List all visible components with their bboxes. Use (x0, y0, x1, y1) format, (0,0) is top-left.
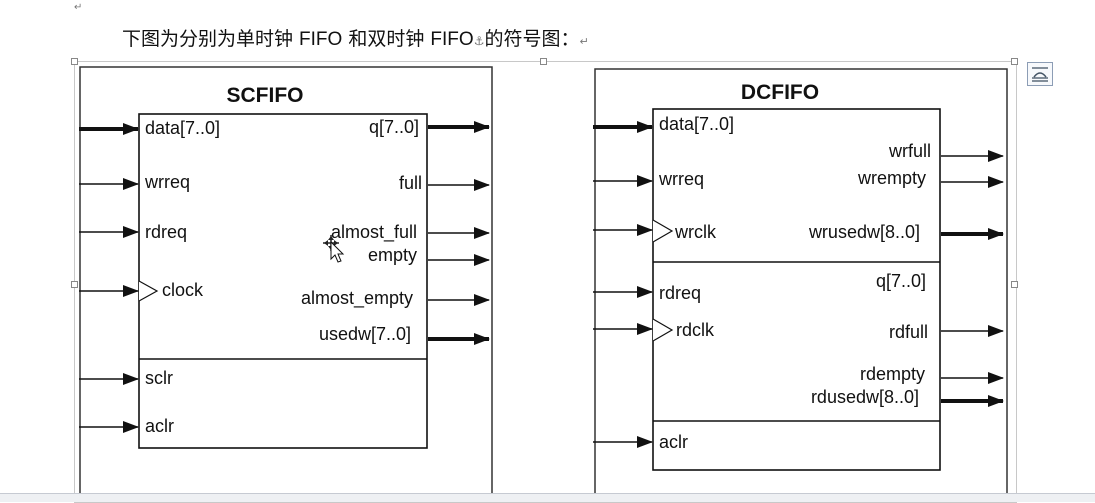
paragraph-mark-end: ↵ (579, 35, 589, 48)
resize-handle-middle-left[interactable] (71, 281, 78, 288)
caption-paragraph[interactable]: 下图为分别为单时钟 FIFO 和双时钟 FIFO⚓的符号图：↵ (122, 24, 589, 51)
resize-handle-middle-right[interactable] (1011, 281, 1018, 288)
image-selection-frame[interactable] (74, 61, 1017, 503)
paragraph-mark: ↵ (74, 2, 83, 13)
caption-text-3: 的符号图： (484, 28, 580, 50)
resize-handle-top-center[interactable] (540, 58, 547, 65)
resize-handle-top-right[interactable] (1011, 58, 1018, 65)
caption-term-2: FIFO (430, 29, 474, 50)
caption-text-1: 下图为分别为单时钟 (122, 28, 300, 50)
layout-options-button[interactable] (1027, 62, 1053, 86)
resize-handle-top-left[interactable] (71, 58, 78, 65)
anchor-icon[interactable]: ⚓ (473, 34, 485, 48)
caption-term-1: FIFO (299, 29, 343, 50)
bottom-edge-bar (0, 493, 1095, 502)
layout-options-icon (1027, 62, 1053, 86)
caption-text-2: 和双时钟 (342, 28, 431, 50)
